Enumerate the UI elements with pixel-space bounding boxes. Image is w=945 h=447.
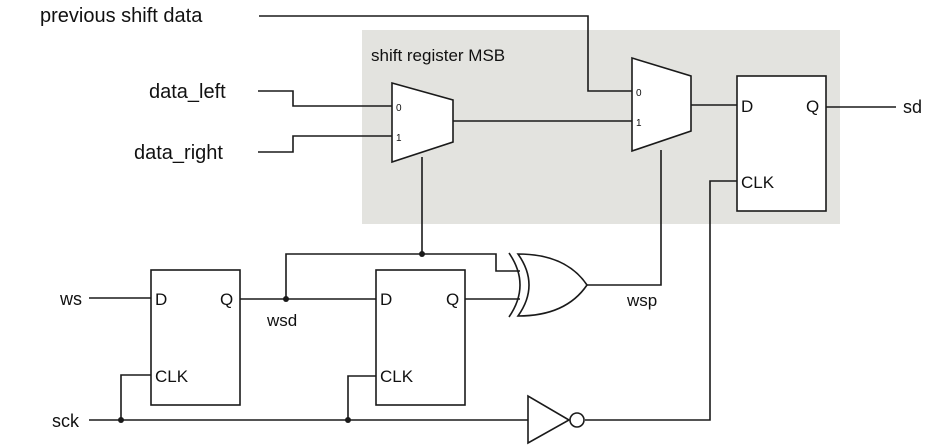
junction-wsd [283, 296, 289, 302]
shift-register-msb-label: shift register MSB [371, 46, 505, 65]
mux-data-select [391, 81, 454, 164]
ff2-q-label: Q [446, 290, 459, 309]
sck-label: sck [52, 411, 80, 431]
wire-sck-ff2 [347, 375, 376, 420]
ff2-d-label: D [380, 290, 392, 309]
ff1-d-label: D [155, 290, 167, 309]
mux2-input-0-label: 0 [636, 88, 642, 99]
mux1-input-1-label: 1 [396, 133, 402, 144]
ff1-q-label: Q [220, 290, 233, 309]
flipflop-sd [736, 75, 827, 212]
ff3-q-label: Q [806, 97, 819, 116]
wire-data-left [258, 90, 392, 107]
inverter [527, 394, 571, 445]
flipflop-wsd [375, 269, 466, 406]
wire-wsd-to-xor [285, 253, 520, 299]
mux1-input-0-label: 0 [396, 103, 402, 114]
sd-label: sd [903, 97, 922, 117]
wire-sck-ff1 [120, 374, 151, 420]
xor-gate-back-arc [508, 252, 521, 318]
flipflop-ws [150, 269, 241, 406]
ff1-clk-label: CLK [155, 367, 189, 386]
wire-inverter-to-ff3 [585, 180, 737, 421]
junction-sck-1 [118, 417, 124, 423]
ff3-clk-label: CLK [741, 173, 775, 192]
previous-shift-data-label: previous shift data [40, 5, 203, 27]
ff2-clk-label: CLK [380, 367, 414, 386]
wire-previous-shift-data [259, 15, 632, 92]
wsp-label: wsp [626, 291, 657, 310]
wire-data-right [258, 135, 392, 153]
data-right-label: data_right [134, 142, 223, 164]
mux2-input-1-label: 1 [636, 118, 642, 129]
data-left-label: data_left [149, 81, 226, 103]
ff3-d-label: D [741, 97, 753, 116]
ws-label: ws [59, 289, 82, 309]
wire-wsp [587, 150, 662, 286]
wsd-label: wsd [266, 311, 297, 330]
junction-select [419, 251, 425, 257]
xor-gate [516, 253, 588, 317]
inverter-bubble [569, 412, 585, 428]
mux-shift-select [631, 56, 692, 153]
junction-sck-2 [345, 417, 351, 423]
